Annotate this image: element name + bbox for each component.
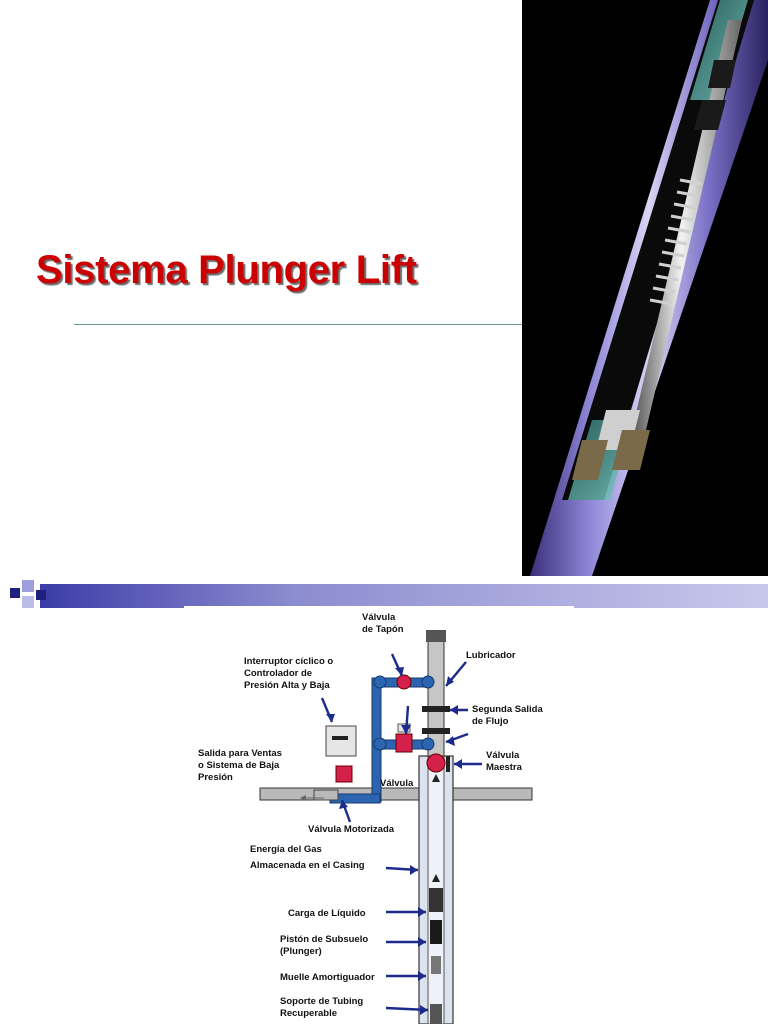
label-valvula-maestra-1: Válvula: [486, 750, 520, 761]
plunger-lift-diagram: Válvula de Tapón Lubricador Interruptor …: [184, 606, 574, 1024]
label-interruptor-2: Controlador de: [244, 668, 312, 679]
label-lubricador: Lubricador: [466, 650, 516, 661]
slide-title: Sistema Plunger Lift: [36, 248, 417, 292]
label-salida-ventas-3: Presión: [198, 772, 233, 783]
title-slide: Sistema Plunger Lift: [36, 0, 768, 576]
title-divider: [74, 324, 522, 325]
header-decor-band: [10, 580, 768, 608]
label-soporte-2: Recuperable: [280, 1008, 337, 1019]
label-salida-ventas-2: o Sistema de Baja: [198, 760, 280, 771]
label-piston-2: (Plunger): [280, 946, 322, 957]
label-valvula-tapon-2: de Tapón: [362, 624, 404, 635]
label-valvula: Válvula: [380, 778, 414, 789]
label-valvula-tapon-1: Válvula: [362, 612, 396, 623]
label-carga-liquido: Carga de Líquido: [288, 908, 366, 919]
label-valvula-motorizada: Válvula Motorizada: [308, 824, 395, 835]
label-interruptor-3: Presión Alta y Baja: [244, 680, 330, 691]
label-salida-ventas-1: Salida para Ventas: [198, 748, 282, 759]
label-energia-gas-2: Almacenada en el Casing: [250, 860, 365, 871]
label-piston-1: Pistón de Subsuelo: [280, 934, 368, 945]
label-soporte-1: Soporte de Tubing: [280, 996, 363, 1007]
plunger-cutaway-image: [522, 0, 768, 576]
label-valvula-maestra-2: Maestra: [486, 762, 523, 773]
label-muelle: Muelle Amortiguador: [280, 972, 375, 983]
label-interruptor-1: Interruptor cíclico o: [244, 656, 333, 667]
label-segunda-salida-1: Segunda Salida: [472, 704, 543, 715]
label-segunda-salida-2: de Flujo: [472, 716, 509, 727]
label-energia-gas-1: Energía del Gas: [250, 844, 322, 855]
diagram-slide: Válvula de Tapón Lubricador Interruptor …: [0, 576, 768, 1024]
